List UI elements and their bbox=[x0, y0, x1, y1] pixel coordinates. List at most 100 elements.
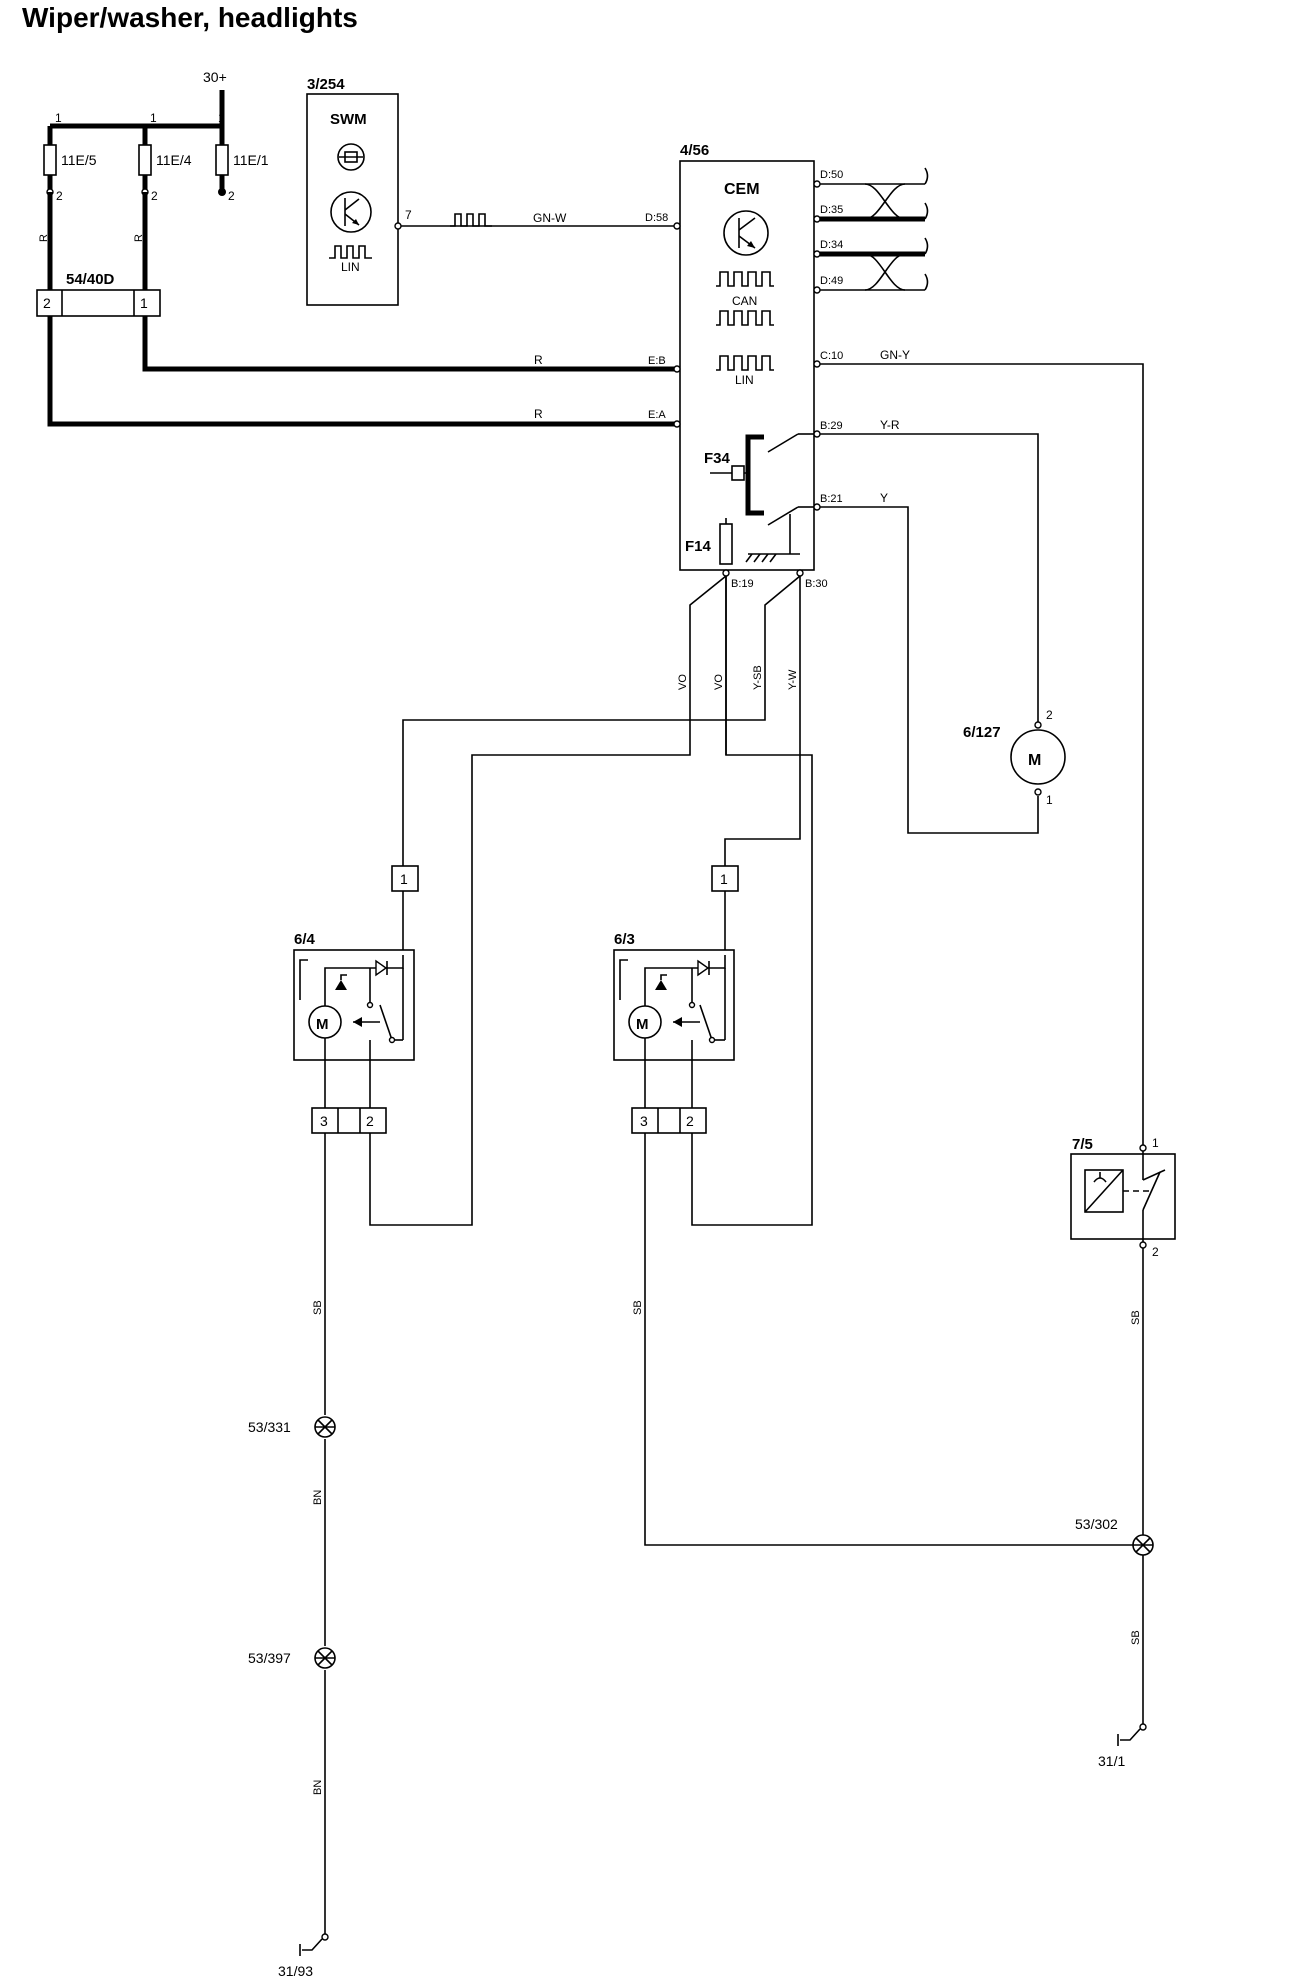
connector-54-40d-pin-1: 1 bbox=[140, 295, 148, 311]
ground-left-path: SB BN BN bbox=[312, 1133, 326, 1934]
wire-label-y-r: Y-R bbox=[880, 418, 900, 432]
connector-left-top: 1 bbox=[391, 865, 419, 955]
cem-name: CEM bbox=[724, 181, 760, 198]
cem-pin-b29: B:29 bbox=[820, 420, 843, 432]
fuse-11e1-pin-top: 1 bbox=[218, 111, 225, 125]
cem-id: 4/56 bbox=[680, 142, 709, 159]
wire-label-sb-right-2: SB bbox=[1130, 1630, 1142, 1645]
cem-pin-c10: C:10 bbox=[820, 350, 843, 362]
cem-pin-eb: E:B bbox=[648, 355, 666, 367]
ground-31-1: 31/1 bbox=[1098, 1723, 1147, 1769]
ground-right-path: SB SB bbox=[1130, 1248, 1144, 1724]
cem-transistor-icon bbox=[723, 210, 769, 256]
motor-6-4-label: 6/4 bbox=[294, 931, 316, 948]
supply-bus: 30+ bbox=[47, 69, 227, 145]
washer-motor-6-4: 6/4 M bbox=[293, 931, 415, 1108]
fuse-11e1-label: 11E/1 bbox=[233, 152, 269, 168]
cem-lin-signal-icon bbox=[716, 355, 774, 371]
cem-pin-b19: B:19 bbox=[731, 578, 754, 590]
connector-6-4: 3 2 bbox=[311, 1107, 387, 1134]
ground-53-302-label: 53/302 bbox=[1075, 1516, 1118, 1532]
ground-splice-53-331: 53/331 bbox=[248, 1416, 336, 1438]
swm-cem-link: GN-W bbox=[401, 211, 675, 227]
feed-wires-cem: R R bbox=[47, 316, 680, 427]
swm-pin-7: 7 bbox=[405, 208, 412, 222]
wire-label-eb: R bbox=[534, 353, 543, 367]
wire-label-ea: R bbox=[534, 407, 543, 421]
connector-right-top-pin: 1 bbox=[720, 871, 728, 887]
ground-31-1-label: 31/1 bbox=[1098, 1753, 1125, 1769]
wire-label-vo-1: VO bbox=[677, 674, 689, 690]
wire-label-gn-w: GN-W bbox=[533, 211, 567, 225]
relay-icon bbox=[710, 433, 814, 563]
relay-7-5-pin-2: 2 bbox=[1152, 1245, 1159, 1259]
steering-wheel-icon bbox=[337, 143, 365, 171]
cem-pins: D:58 E:B E:A D:50 D:35 D:34 D:49 C:10 B:… bbox=[645, 169, 843, 590]
wire-label-sb-mid: SB bbox=[632, 1300, 644, 1315]
cem-pin-d58: D:58 bbox=[645, 212, 668, 224]
swm-id: 3/254 bbox=[307, 76, 345, 93]
motor-6-127-pin-2: 2 bbox=[1046, 708, 1053, 722]
ground-splice-53-397: 53/397 bbox=[248, 1647, 336, 1669]
swm-lin-label: LIN bbox=[341, 260, 360, 274]
cem-pin-d49: D:49 bbox=[820, 275, 843, 287]
connector-6-3: 3 2 bbox=[631, 1107, 707, 1134]
wire-label-r-2: R bbox=[133, 234, 145, 242]
motor-6-127: M 2 1 6/127 bbox=[963, 708, 1066, 807]
connector-right-top: 1 bbox=[711, 865, 739, 955]
ground-53-397-label: 53/397 bbox=[248, 1650, 291, 1666]
transistor-icon bbox=[330, 191, 372, 233]
fuse-f14-icon bbox=[719, 518, 733, 565]
ground-31-93-label: 31/93 bbox=[278, 1963, 313, 1979]
ground-53-331-label: 53/331 bbox=[248, 1419, 291, 1435]
motor-6-127-symbol: M bbox=[1028, 752, 1041, 769]
cem-pin-d50: D:50 bbox=[820, 169, 843, 181]
relay-7-5-pin-1: 1 bbox=[1152, 1136, 1159, 1150]
ground-mid-path: SB bbox=[632, 1133, 1141, 1546]
fuse-11e1-pin-bottom: 2 bbox=[228, 189, 235, 203]
wire-label-y: Y bbox=[880, 491, 888, 505]
cem-module: 4/56 CEM CAN LIN bbox=[679, 142, 815, 571]
wire-label-sb-right-1: SB bbox=[1130, 1310, 1142, 1325]
fuse-11e5-pin-bottom: 2 bbox=[56, 189, 63, 203]
fuse-11e4-pin-bottom: 2 bbox=[151, 189, 158, 203]
connector-left-top-pin: 1 bbox=[400, 871, 408, 887]
wire-label-y-w: Y-W bbox=[787, 669, 799, 690]
supply-30-label: 30+ bbox=[203, 69, 227, 85]
cem-pin-d34: D:34 bbox=[820, 239, 843, 251]
fuse-f34-label: F34 bbox=[704, 450, 731, 467]
relay-7-5: 7/5 1 2 bbox=[1070, 1136, 1176, 1259]
fuse-f14-label: F14 bbox=[685, 538, 712, 555]
connector-6-3-pin-3: 3 bbox=[640, 1113, 648, 1129]
fuse-11e4-label: 11E/4 bbox=[156, 152, 192, 168]
wire-label-gn-y: GN-Y bbox=[880, 348, 910, 362]
wire-label-bn-2: BN bbox=[312, 1780, 324, 1795]
connector-6-4-pin-2: 2 bbox=[366, 1113, 374, 1129]
connector-54-40d: 2 1 54/40D bbox=[36, 271, 161, 317]
cem-pin-b30: B:30 bbox=[805, 578, 828, 590]
fuse-11e5-label: 11E/5 bbox=[61, 152, 97, 168]
wire-label-y-sb: Y-SB bbox=[752, 665, 764, 690]
cem-output-wires: GN-Y Y-R Y bbox=[820, 348, 1144, 1145]
connector-54-40d-label: 54/40D bbox=[66, 271, 115, 288]
motor-6-3-symbol: M bbox=[636, 1016, 649, 1033]
cem-lower-wires: VO VO Y-SB Y-W bbox=[369, 575, 813, 1226]
wire-label-bn-1: BN bbox=[312, 1490, 324, 1505]
cem-pin-d35: D:35 bbox=[820, 204, 843, 216]
wire-label-r-1: R bbox=[38, 234, 50, 242]
fuse-wires: R R bbox=[38, 192, 148, 290]
cem-pin-ea: E:A bbox=[648, 409, 666, 421]
diagram-title: Wiper/washer, headlights bbox=[22, 2, 358, 33]
relay-7-5-label: 7/5 bbox=[1072, 1136, 1093, 1153]
motor-6-3-label: 6/3 bbox=[614, 931, 635, 948]
motor-6-127-label: 6/127 bbox=[963, 724, 1001, 741]
lin-signal-icon bbox=[329, 245, 372, 259]
wire-label-sb-left: SB bbox=[312, 1300, 324, 1315]
ground-splice-53-302: 53/302 bbox=[1075, 1516, 1154, 1556]
motor-6-127-pin-1: 1 bbox=[1046, 793, 1053, 807]
cem-lin-label: LIN bbox=[735, 373, 754, 387]
cem-pin-b21: B:21 bbox=[820, 493, 843, 505]
swm-name: SWM bbox=[330, 111, 367, 128]
can-bus-lines bbox=[820, 167, 929, 291]
